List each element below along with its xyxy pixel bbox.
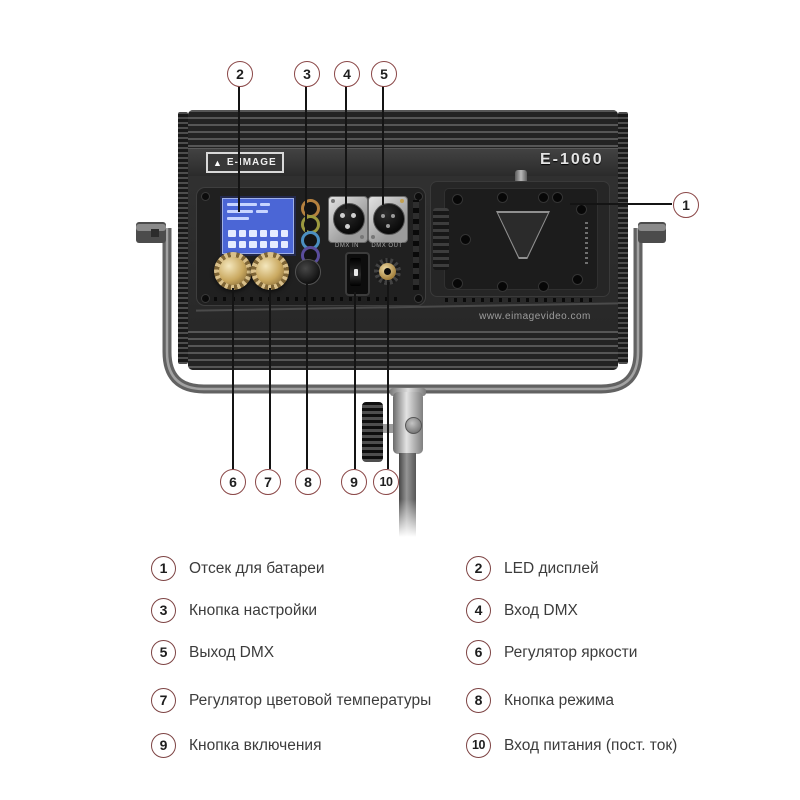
plate-hole bbox=[572, 274, 583, 285]
power-switch bbox=[345, 252, 370, 296]
vent-column bbox=[413, 200, 419, 290]
plate-hole bbox=[552, 192, 563, 203]
callout-line-7 bbox=[269, 288, 271, 469]
legend-label: Отсек для батареи bbox=[189, 559, 325, 577]
legend-num: 5 bbox=[151, 640, 176, 665]
legend-label: Регулятор цветовой температуры bbox=[189, 691, 432, 709]
callout-line-5 bbox=[382, 85, 384, 205]
plate-hole bbox=[497, 192, 508, 203]
plate-hole bbox=[497, 281, 508, 292]
legend-num: 7 bbox=[151, 688, 176, 713]
callout-8: 8 bbox=[295, 469, 321, 495]
stand-pole bbox=[399, 453, 416, 537]
stand-tighten-knob bbox=[362, 402, 383, 462]
dmx-out-label: DMX OUT bbox=[371, 243, 403, 249]
vent-row bbox=[205, 297, 400, 301]
brand-text: E-IMAGE bbox=[226, 157, 277, 168]
legend-item: 4 Вход DMX bbox=[466, 598, 578, 623]
dmx-in-connector bbox=[328, 196, 368, 243]
legend-num: 9 bbox=[151, 733, 176, 758]
callout-line-4 bbox=[345, 85, 347, 209]
legend-item: 7 Регулятор цветовой температуры bbox=[151, 688, 431, 713]
led-display bbox=[222, 198, 294, 254]
callout-line-6 bbox=[232, 288, 234, 469]
legend-item: 10 Вход питания (пост. ток) bbox=[466, 733, 677, 758]
brand-triangle-icon: ▲ bbox=[213, 157, 223, 168]
legend-label: Регулятор яркости bbox=[504, 643, 638, 661]
callout-7: 7 bbox=[255, 469, 281, 495]
legend-item: 9 Кнопка включения bbox=[151, 733, 321, 758]
legend-item: 3 Кнопка настройки bbox=[151, 598, 317, 623]
plate-hole bbox=[452, 194, 463, 205]
callout-1: 1 bbox=[673, 192, 699, 218]
legend-label: Выход DMX bbox=[189, 643, 275, 661]
plate-hole bbox=[538, 281, 549, 292]
dmx-in-label: DMX IN bbox=[335, 243, 359, 249]
callout-line-10 bbox=[387, 282, 389, 469]
callout-10: 10 bbox=[373, 469, 399, 495]
plate-hole bbox=[452, 278, 463, 289]
legend-label: LED дисплей bbox=[504, 559, 599, 577]
website-text: www.eimagevideo.com bbox=[479, 311, 591, 322]
callout-line-2 bbox=[238, 85, 240, 212]
legend-label: Кнопка режима bbox=[504, 691, 615, 709]
model-label: E-1060 bbox=[540, 151, 604, 168]
plate-hole bbox=[538, 192, 549, 203]
legend-label: Вход питания (пост. ток) bbox=[504, 736, 678, 754]
heatsink-fins-bottom bbox=[188, 331, 618, 370]
legend-item: 6 Регулятор яркости bbox=[466, 640, 637, 665]
yoke-knob-left bbox=[136, 222, 166, 243]
legend-num: 6 bbox=[466, 640, 491, 665]
legend-num: 1 bbox=[151, 556, 176, 581]
legend-label: Вход DMX bbox=[504, 601, 578, 619]
stand-receiver-hole bbox=[405, 417, 422, 434]
callout-line-9 bbox=[354, 292, 356, 469]
callout-line-3 bbox=[305, 85, 307, 232]
plate-hole bbox=[576, 204, 587, 215]
legend-label: Кнопка настройки bbox=[189, 601, 318, 619]
legend-num: 2 bbox=[466, 556, 491, 581]
legend-item: 8 Кнопка режима bbox=[466, 688, 614, 713]
color-temp-knob bbox=[251, 252, 289, 290]
legend-num: 4 bbox=[466, 598, 491, 623]
battery-plate-post bbox=[515, 170, 527, 183]
legend-item: 5 Выход DMX bbox=[151, 640, 274, 665]
battery-plate-marking bbox=[585, 222, 588, 266]
callout-4: 4 bbox=[334, 61, 360, 87]
legend-num: 3 bbox=[151, 598, 176, 623]
dmx-out-connector bbox=[368, 196, 408, 243]
callout-5: 5 bbox=[371, 61, 397, 87]
legend-item: 2 LED дисплей bbox=[466, 556, 599, 581]
heatsink-fin-right bbox=[618, 112, 628, 364]
callout-2: 2 bbox=[227, 61, 253, 87]
legend-label: Кнопка включения bbox=[189, 736, 322, 754]
callout-6: 6 bbox=[220, 469, 246, 495]
callout-line-1 bbox=[570, 203, 672, 205]
legend-num: 10 bbox=[466, 733, 491, 758]
brand-logo: ▲ E-IMAGE bbox=[206, 152, 284, 173]
legend-item: 1 Отсек для батареи bbox=[151, 556, 324, 581]
legend-num: 8 bbox=[466, 688, 491, 713]
panel-screw bbox=[414, 294, 423, 303]
vent-row bbox=[445, 298, 595, 302]
callout-line-8 bbox=[306, 283, 308, 469]
callout-9: 9 bbox=[341, 469, 367, 495]
brightness-knob bbox=[214, 252, 252, 290]
mode-button bbox=[295, 259, 321, 285]
yoke-knob-right bbox=[638, 222, 666, 243]
plate-hole bbox=[460, 234, 471, 245]
heatsink-fin-left bbox=[178, 112, 188, 364]
battery-release-latch bbox=[433, 208, 449, 270]
callout-3: 3 bbox=[294, 61, 320, 87]
panel-screw bbox=[201, 192, 210, 201]
heatsink-fins-top bbox=[188, 110, 618, 148]
dc-power-input bbox=[374, 258, 401, 285]
